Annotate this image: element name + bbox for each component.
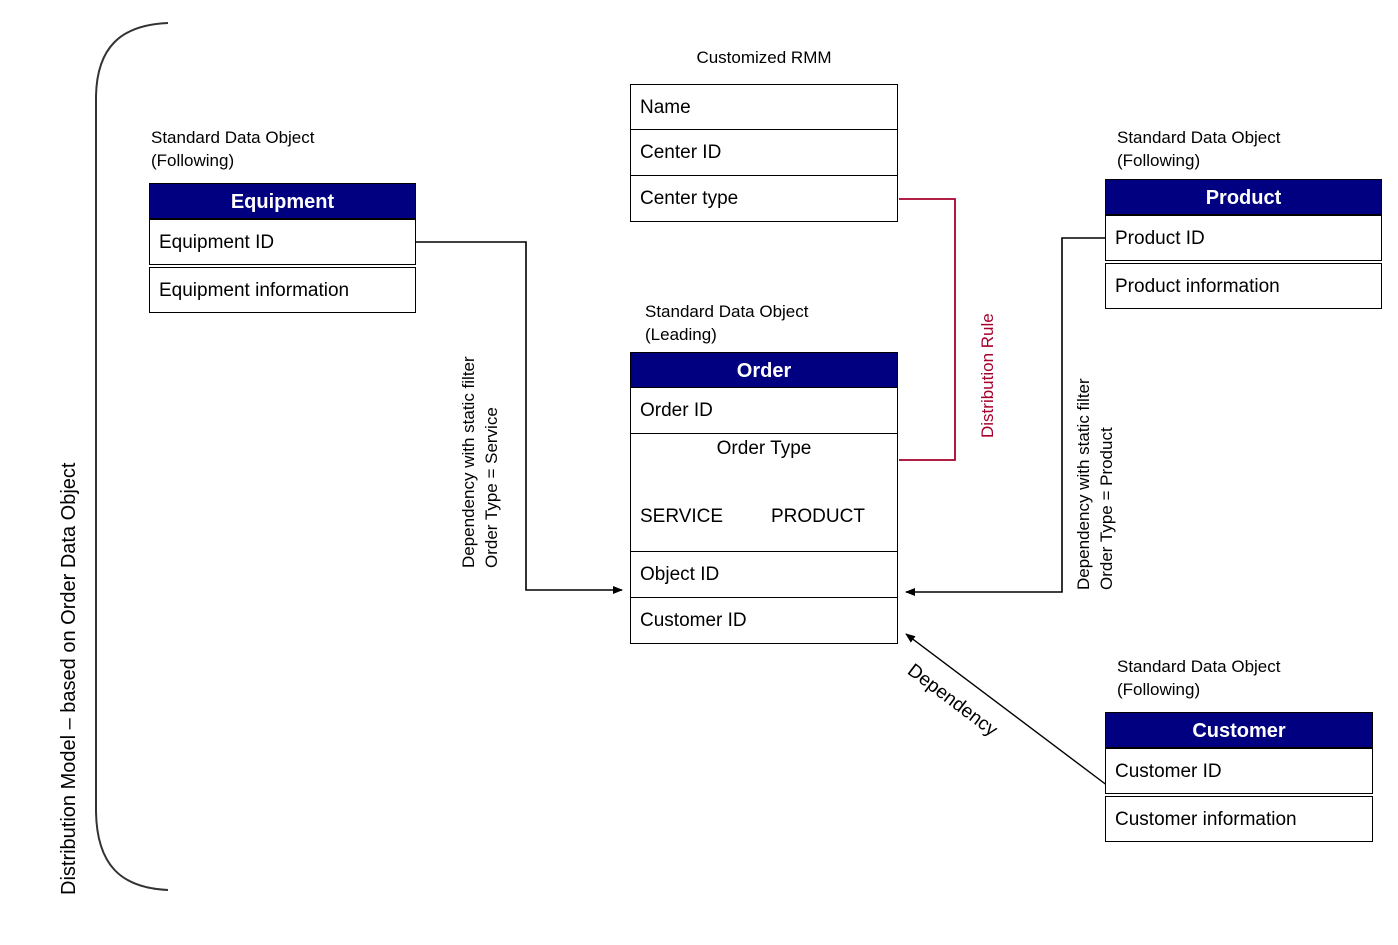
- equipment-caption: Standard Data Object (Following): [151, 128, 315, 170]
- order-type-label: Order Type: [716, 438, 812, 459]
- entity-product-title: Product: [1105, 179, 1382, 215]
- entity-customer-row-customer-id: Customer ID: [1105, 748, 1373, 794]
- distribution-rule-label: Distribution Rule: [978, 313, 997, 438]
- entity-equipment-title: Equipment: [149, 183, 416, 219]
- entity-order-row-order-id: Order ID: [630, 388, 898, 434]
- entity-equipment: Equipment Equipment ID Equipment informa…: [149, 183, 416, 313]
- entity-product: Product Product ID Product information: [1105, 179, 1382, 309]
- entity-rmm-row-name: Name: [630, 84, 898, 130]
- product-caption: Standard Data Object (Following): [1117, 128, 1281, 170]
- equipment-to-order-label: Dependency with static filter Order Type…: [459, 356, 501, 568]
- entity-product-row-product-id: Product ID: [1105, 215, 1382, 261]
- entity-customized-rmm: Name Center ID Center type: [630, 84, 898, 222]
- product-to-order-label: Dependency with static filter Order Type…: [1074, 378, 1116, 590]
- entity-equipment-row-equipment-id: Equipment ID: [149, 219, 416, 265]
- entity-order: Order Order ID Order Type SERVICE PRODUC…: [630, 352, 898, 644]
- diagram-side-title: Distribution Model – based on Order Data…: [58, 462, 80, 895]
- order-type-group: Order Type SERVICE PRODUCT: [631, 434, 897, 551]
- rmm-caption: Customized RMM: [696, 48, 832, 67]
- customer-caption: Standard Data Object (Following): [1117, 657, 1281, 699]
- entity-customer: Customer Customer ID Customer informatio…: [1105, 712, 1373, 842]
- entity-customer-row-customer-information: Customer information: [1105, 796, 1373, 842]
- order-type-leaf-product: PRODUCT: [771, 506, 865, 527]
- entity-order-row-object-id: Object ID: [630, 552, 898, 598]
- entity-rmm-row-center-id: Center ID: [630, 130, 898, 176]
- entity-equipment-row-equipment-information: Equipment information: [149, 267, 416, 313]
- equipment-to-order-connector: [415, 241, 623, 594]
- entity-order-row-customer-id: Customer ID: [630, 598, 898, 644]
- entity-order-title: Order: [630, 352, 898, 388]
- entity-product-row-product-information: Product information: [1105, 263, 1382, 309]
- order-type-leaf-service: SERVICE: [640, 506, 724, 527]
- customer-to-order-connector: [905, 633, 1109, 787]
- entity-order-row-order-type: Order Type SERVICE PRODUCT: [630, 434, 898, 552]
- order-caption: Standard Data Object (Leading): [645, 302, 809, 344]
- entity-customer-title: Customer: [1105, 712, 1373, 748]
- entity-rmm-row-center-type: Center type: [630, 176, 898, 222]
- customer-to-order-label: Dependency: [903, 660, 1002, 741]
